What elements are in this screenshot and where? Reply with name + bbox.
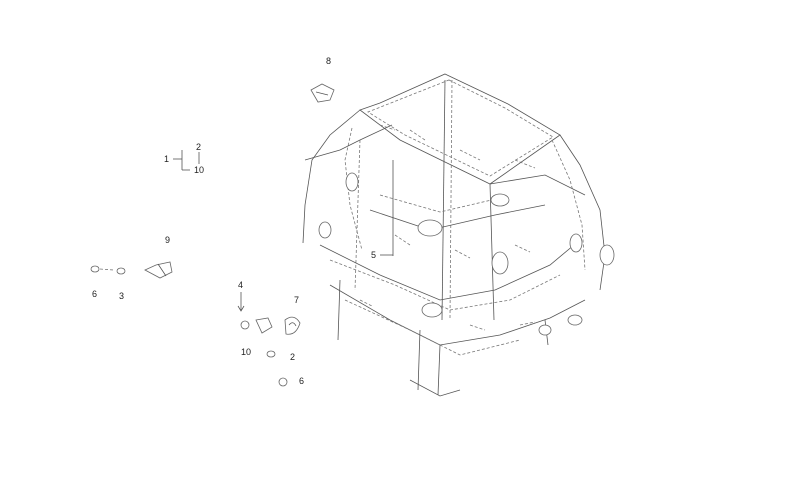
callout-6-lower: 6 (299, 376, 305, 386)
callout-3: 3 (119, 291, 125, 301)
main-frame-assembly (302, 73, 615, 397)
callout-5: 5 (371, 250, 377, 260)
callout-9: 9 (165, 235, 171, 245)
callout-1-bracket (173, 150, 200, 171)
parts-group-left (90, 261, 173, 279)
part-8-clip (310, 83, 335, 103)
callout-8: 8 (326, 56, 332, 66)
callout-2-upper: 2 (196, 142, 202, 152)
callout-7: 7 (294, 295, 300, 305)
callout-10-lower: 10 (241, 347, 252, 357)
callout-1: 1 (164, 154, 170, 164)
callout-5-leader (380, 160, 394, 256)
callout-6-left: 6 (92, 289, 98, 299)
parts-group-lower (237, 292, 301, 387)
callout-4: 4 (238, 280, 244, 290)
callout-10-upper: 10 (194, 165, 205, 175)
callout-2-lower: 2 (290, 352, 296, 362)
